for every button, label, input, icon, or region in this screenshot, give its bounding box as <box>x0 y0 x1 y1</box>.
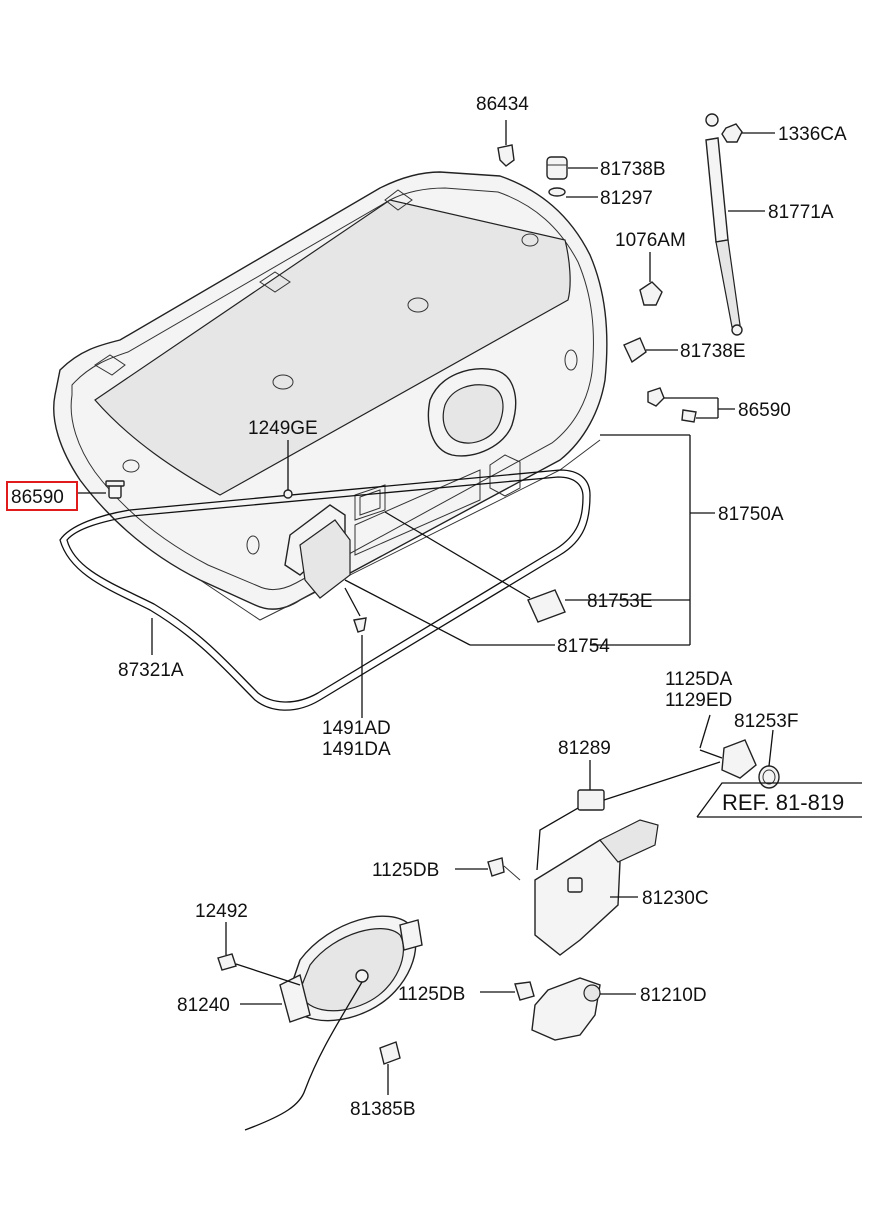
label-81253F[interactable]: 81253F <box>734 711 798 732</box>
release-handle-81240[interactable] <box>279 915 423 1023</box>
label-1125DB-upper[interactable]: 1125DB <box>372 860 439 881</box>
cap-81753E[interactable] <box>527 589 566 623</box>
label-81753E[interactable]: 81753E <box>587 591 653 612</box>
latch-81230C[interactable] <box>534 819 659 956</box>
label-ref[interactable]: REF. 81-819 <box>722 790 844 815</box>
bolt-1125DB-upper[interactable] <box>487 857 521 881</box>
label-81230C[interactable]: 81230C <box>642 888 709 909</box>
bumper-81738B[interactable] <box>546 156 568 180</box>
screw-12492[interactable] <box>217 953 237 971</box>
label-1491AD[interactable]: 1491AD <box>322 718 391 739</box>
screw-1249GE[interactable] <box>283 489 293 499</box>
screw-1125DA[interactable] <box>699 749 723 759</box>
highlight-box <box>6 481 78 511</box>
label-86590-right[interactable]: 86590 <box>738 400 791 421</box>
connector-81289[interactable] <box>577 789 605 811</box>
oring-81297[interactable] <box>548 187 566 197</box>
label-81385B[interactable]: 81385B <box>350 1099 416 1120</box>
callout-labels: 86434 81738B 81297 1336CA 81771A 1076AM … <box>6 94 847 1120</box>
label-81754[interactable]: 81754 <box>557 636 610 657</box>
label-87321A[interactable]: 87321A <box>118 660 184 681</box>
striker-81210D[interactable] <box>531 977 601 1041</box>
label-81297[interactable]: 81297 <box>600 188 653 209</box>
label-81289[interactable]: 81289 <box>558 738 611 759</box>
lock-rod-lower <box>536 807 579 871</box>
label-1336CA[interactable]: 1336CA <box>778 124 847 145</box>
label-1129ED[interactable]: 1129ED <box>665 690 732 711</box>
label-86434[interactable]: 86434 <box>476 94 529 115</box>
label-81738E[interactable]: 81738E <box>680 341 746 362</box>
label-1491DA[interactable]: 1491DA <box>322 739 391 760</box>
label-81750A[interactable]: 81750A <box>718 504 784 525</box>
label-12492[interactable]: 12492 <box>195 901 248 922</box>
trunk-lid-81750A[interactable] <box>53 171 608 621</box>
cable-81385B[interactable] <box>244 981 401 1131</box>
label-1125DA[interactable]: 1125DA <box>665 669 733 690</box>
screw-1491[interactable] <box>353 617 367 633</box>
label-81210D[interactable]: 81210D <box>640 985 707 1006</box>
screw-86590-right[interactable] <box>647 387 697 423</box>
clip-86434[interactable] <box>497 144 515 167</box>
bolt-1125DB-lower[interactable] <box>514 981 535 1001</box>
label-81240[interactable]: 81240 <box>177 995 230 1016</box>
screw-86590-left[interactable] <box>105 480 125 499</box>
label-1249GE[interactable]: 1249GE <box>248 418 318 439</box>
nut-1336CA[interactable] <box>721 123 743 143</box>
label-1125DB-lower[interactable]: 1125DB <box>398 984 465 1005</box>
leader-lines <box>78 120 862 1095</box>
gas-strut-81771A[interactable] <box>705 113 743 336</box>
handle-81754[interactable] <box>284 504 351 599</box>
label-86590-left[interactable]: 86590 <box>11 487 64 508</box>
weatherstrip-87321A[interactable] <box>59 469 591 711</box>
label-1076AM[interactable]: 1076AM <box>615 230 686 251</box>
lock-rod <box>603 761 721 801</box>
label-81738B[interactable]: 81738B <box>600 159 666 180</box>
bumper-1076AM[interactable] <box>639 281 663 306</box>
bumper-81738E[interactable] <box>623 337 647 364</box>
label-81771A[interactable]: 81771A <box>768 202 834 223</box>
